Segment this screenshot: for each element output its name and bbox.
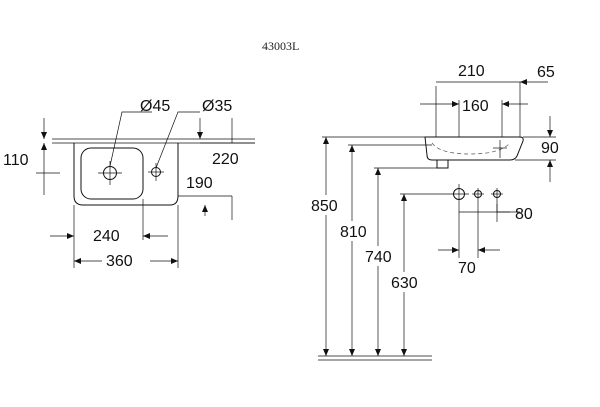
- plan-view: Ø45 Ø35 110 220 190 240 360: [3, 98, 255, 270]
- leader-d45: [109, 111, 152, 167]
- outlet-stub: [436, 160, 449, 169]
- dim-360: 360: [106, 253, 133, 270]
- basin-bowl: [80, 147, 144, 200]
- dim-190: 190: [186, 175, 213, 192]
- dim-740: 740: [365, 249, 392, 266]
- leader-d35: [155, 111, 200, 169]
- dim-80: 80: [515, 206, 533, 223]
- dim-220: 220: [212, 151, 239, 168]
- dim-110: 110: [3, 152, 29, 169]
- side-view: 210 65 160 90 850 810 740 630 80: [310, 63, 559, 361]
- dim-850: 850: [311, 198, 338, 215]
- basin-profile: [424, 136, 524, 161]
- dim-210: 210: [458, 63, 485, 80]
- dim-240: 240: [93, 228, 120, 245]
- dim-810: 810: [340, 224, 367, 241]
- dim-90: 90: [541, 140, 559, 157]
- hole-diameter-large: Ø45: [140, 98, 170, 115]
- hole-diameter-small: Ø35: [202, 98, 232, 115]
- basin-outline: [73, 143, 179, 206]
- dim-70: 70: [458, 260, 476, 277]
- dim-65: 65: [537, 64, 555, 81]
- pipe-connections: [449, 184, 503, 222]
- dim-160: 160: [462, 98, 489, 115]
- model-code: 43003L: [262, 39, 299, 53]
- dim-630: 630: [391, 275, 418, 292]
